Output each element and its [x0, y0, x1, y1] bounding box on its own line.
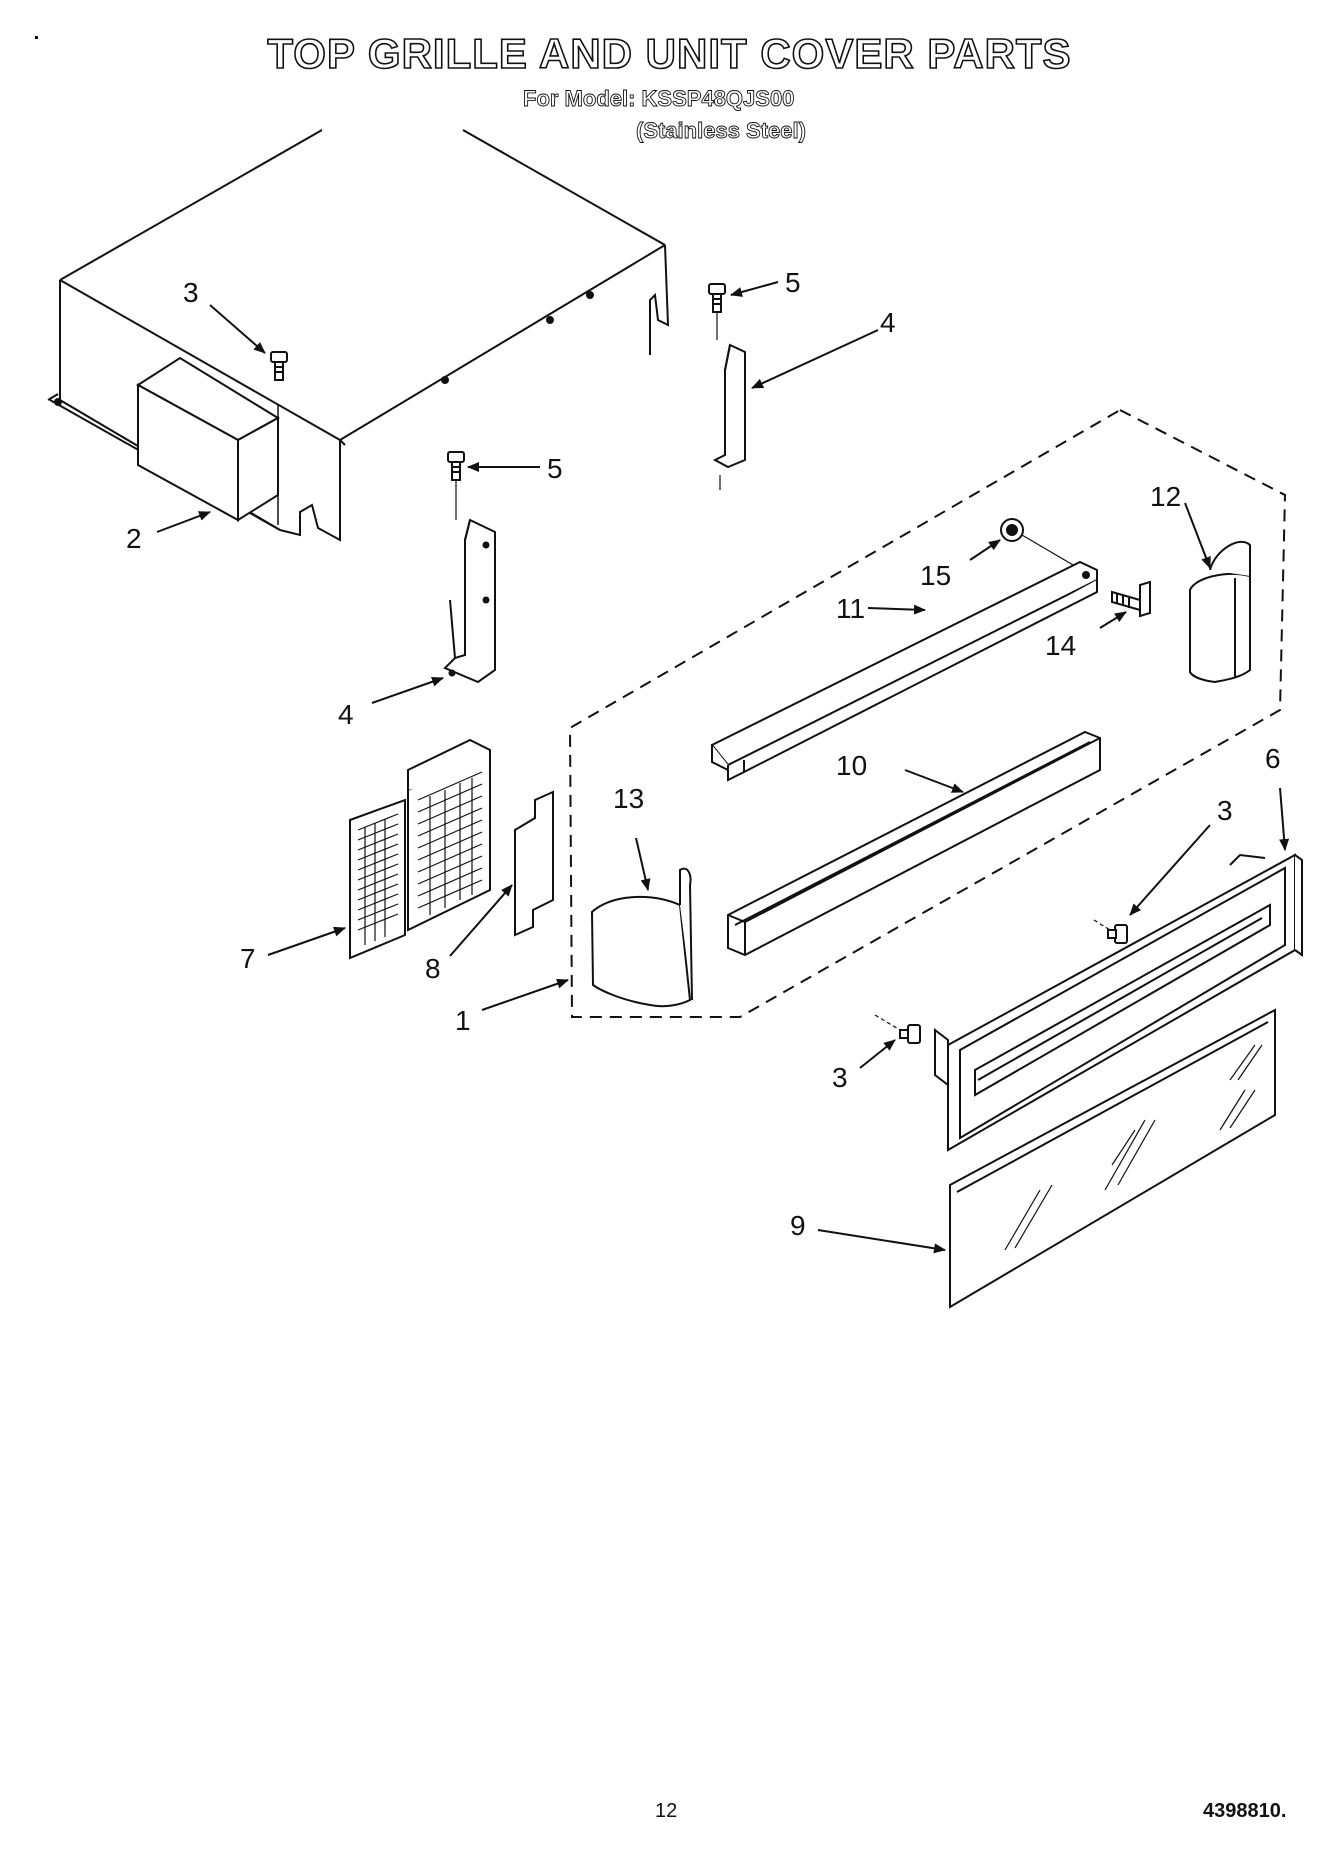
- callout-8: 8: [425, 953, 441, 984]
- grille-panel-part-7: [349, 798, 406, 960]
- variant-line: (Stainless Steel): [636, 118, 807, 144]
- leader-arrows: [156, 281, 1290, 1254]
- callout-12: 12: [1150, 481, 1181, 512]
- glass-panel-part-9: [949, 1008, 1276, 1309]
- screw-part-5-right: [708, 283, 726, 340]
- callout-14: 14: [1045, 630, 1076, 661]
- document-number: 4398810.: [1203, 1800, 1287, 1822]
- callout-4-right: 4: [880, 307, 896, 338]
- end-cap-part-13: [590, 867, 693, 1008]
- page-number: 12: [655, 1800, 678, 1822]
- callout-6: 6: [1265, 743, 1281, 774]
- nut-part-15: [1000, 518, 1086, 573]
- bolt-part-14: [1111, 580, 1151, 618]
- callout-7: 7: [240, 943, 256, 974]
- callout-15: 15: [920, 560, 951, 591]
- bracket-part-4-left: [443, 518, 496, 684]
- channel-part-11: [710, 560, 1098, 782]
- callout-13: 13: [613, 783, 644, 814]
- filter-frame-part-7: [407, 738, 491, 932]
- screw-part-3-top: [270, 351, 288, 381]
- callout-5-left: 5: [547, 453, 563, 484]
- callout-1: 1: [455, 1005, 471, 1036]
- trim-strip-part-10: [727, 730, 1101, 957]
- callout-9: 9: [790, 1210, 806, 1241]
- unit-cover: [47, 129, 670, 542]
- callout-3-top: 3: [183, 277, 199, 308]
- callout-3-lower: 3: [832, 1062, 848, 1093]
- kit-boundary: [568, 408, 1287, 1018]
- end-cap-part-12: [1189, 540, 1251, 684]
- callout-2: 2: [126, 523, 142, 554]
- callout-10: 10: [836, 750, 867, 781]
- page-title: TOP GRILLE AND UNIT COVER PARTS: [267, 29, 1072, 78]
- callout-4-left: 4: [338, 699, 354, 730]
- bracket-part-4-right: [712, 343, 746, 490]
- gasket-part-8: [514, 790, 554, 937]
- grille-frame-part-6: [934, 853, 1303, 1152]
- callout-11: 11: [836, 593, 865, 624]
- electrical-box: [136, 356, 280, 525]
- model-line: For Model: KSSP48QJS00: [523, 86, 795, 112]
- screw-part-5-left: [447, 451, 465, 520]
- callout-5-right: 5: [785, 267, 801, 298]
- screw-part-3-upper: [1093, 919, 1128, 944]
- callout-3-upper: 3: [1217, 795, 1233, 826]
- screw-part-3-lower: [874, 1014, 921, 1044]
- speck-mark: [35, 36, 38, 39]
